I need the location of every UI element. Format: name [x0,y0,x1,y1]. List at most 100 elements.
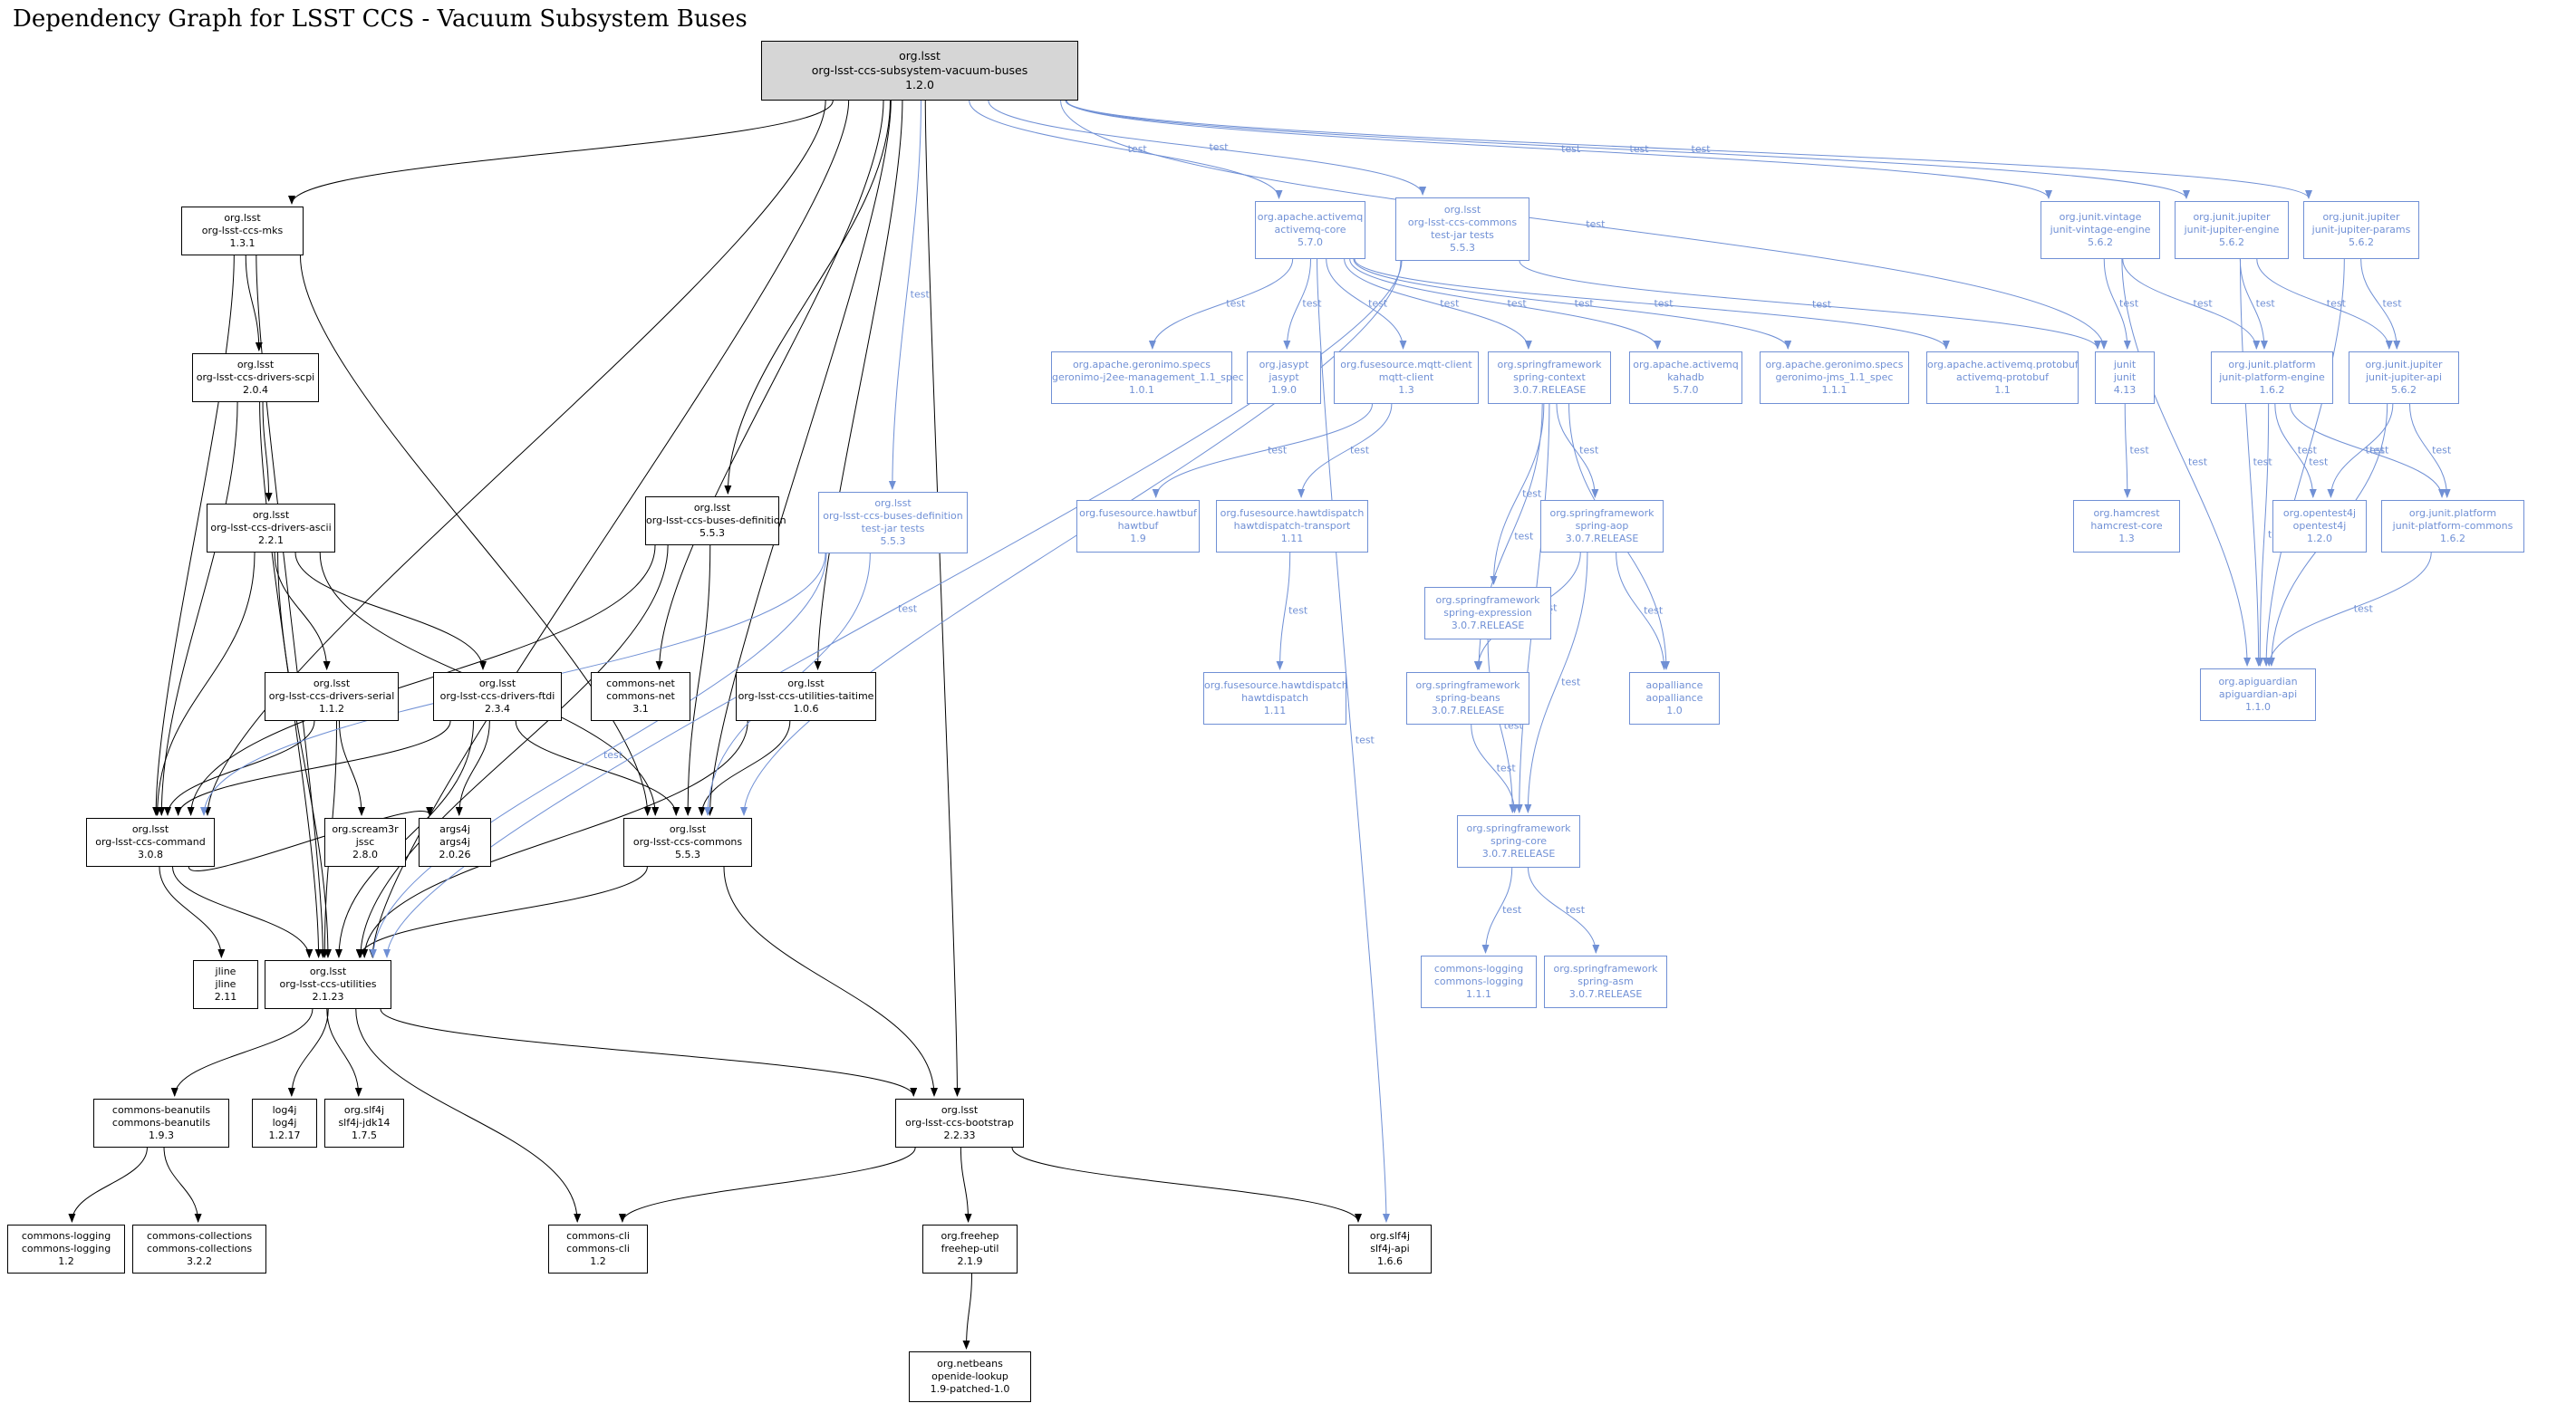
node-label: org.springframework [1553,962,1658,975]
node-label: 3.0.7.RELEASE [1431,705,1505,717]
node-label: org.lsst [236,358,275,370]
edge-spring_aop-aopalliance [1616,552,1668,670]
edge-root-activemq [969,100,1283,199]
node-label: 1.6.2 [2259,384,2285,397]
node-label: 1.9.3 [149,1129,174,1142]
node-label: hawtbuf [1117,519,1159,532]
edge-mks-command [152,255,235,816]
node-label: 1.0 [1666,705,1683,717]
node-label: geronimo-j2ee-management_1.1_spec [1052,370,1244,383]
edge-label: test [603,749,623,761]
node-label: spring-expression [1443,606,1532,619]
node-label: org.hamcrest [2093,506,2160,519]
node-label: 5.6.2 [2349,236,2374,249]
node-label: org.opentest4j [2282,506,2357,519]
edge-label: test [2309,457,2329,468]
node-label: org.apache.activemq [1633,358,1739,370]
node-label: org-lsst-ccs-command [95,835,206,848]
node-label: org.lsst [131,822,169,835]
edge-root-commons_tests [988,100,1426,196]
edge-label: test [2382,298,2402,310]
edge-bootstrap-slf4j_api [1011,1147,1362,1223]
node-label: 3.0.7.RELEASE [1565,533,1639,545]
edge-utilities-beanutils [170,1008,314,1097]
node-label: 3.0.7.RELEASE [1451,620,1525,632]
edge-activemq-mqtt [1326,258,1407,350]
node-label: 1.1.1 [1466,988,1491,1001]
node-label: 3.2.2 [187,1255,212,1268]
edge-busdef-ccs_commons [684,544,711,816]
node-label: 5.5.3 [880,535,906,548]
edge-root-jupiter_engine [1065,100,2190,199]
edge-bootstrap-freehep [960,1147,972,1223]
edge-root-busdef_tests [888,100,921,490]
node-label: 1.0.1 [1129,384,1154,397]
edge-ftdi-utilities [334,720,475,958]
edge-root-mks [288,100,834,205]
node-label: org-lsst-ccs-bootstrap [905,1116,1014,1129]
edge-command-jline [159,866,226,958]
node-label: junit [2113,358,2137,370]
edge-label: test [1566,904,1586,916]
node-label: jasypt [1269,370,1299,383]
edge-label: test [1579,445,1599,457]
edge-commons_tests-ccs_commons [740,260,1402,816]
edge-beanutils-commons_logging_12 [68,1147,148,1223]
edge-label: test [1514,531,1534,543]
edge-platform_engine-opentest4j [2274,403,2317,498]
node-label: junit-platform-commons [2392,519,2513,532]
edge-jupiter_engine-apiguardian [2239,258,2262,667]
node-label: org.slf4j [343,1103,385,1116]
node-label: activemq-protobuf [1956,370,2049,383]
node-label: commons-logging [1433,975,1524,987]
edge-root-bootstrap [924,100,961,1097]
node-label: org.fusesource.hawtdispatch [1204,678,1348,691]
node-label: mqtt-client [1378,370,1434,383]
node-label: jline [215,977,236,990]
node-label: org.junit.jupiter [2193,210,2271,223]
node-label: 1.2 [58,1255,74,1268]
node-label: org.lsst [313,677,351,689]
node-label: 2.3.4 [485,703,510,716]
node-label: hawtdispatch-transport [1233,519,1351,532]
node-label: 1.0.6 [793,703,819,716]
node-label: 1.11 [1263,705,1287,717]
node-label: 1.3 [2118,533,2135,545]
edge-activemq-geronimo_jms [1353,258,1792,350]
edge-ftdi-command [174,720,451,816]
node-label: 1.3.1 [229,237,256,250]
node-label: 1.2.17 [268,1129,301,1142]
node-label: 1.6.6 [1377,1255,1403,1268]
node-label: org.freehep [941,1229,999,1242]
node-label: hawtdispatch [1241,691,1308,704]
node-label: org-lsst-ccs-utilities [279,977,377,990]
edge-spring_beans-spring_core [1471,724,1519,813]
node-label: 2.0.4 [243,384,268,397]
edge-root-jupiter_params [1066,100,2312,199]
node-label: commons-cli [566,1229,630,1242]
edge-busdef-utilities [356,544,669,958]
node-label: 1.9.0 [1271,384,1297,397]
edge-activemq-slf4j_api [1317,258,1390,1223]
edge-root-utilities [369,100,850,958]
node-label: spring-beans [1435,691,1500,704]
node-label: org.springframework [1497,358,1602,370]
node-label: org-lsst-ccs-drivers-ftdi [439,689,555,702]
node-label: commons-logging [1433,962,1524,975]
edge-jupiter_params-apiguardian [2262,258,2345,667]
node-label: 1.11 [1280,533,1304,545]
